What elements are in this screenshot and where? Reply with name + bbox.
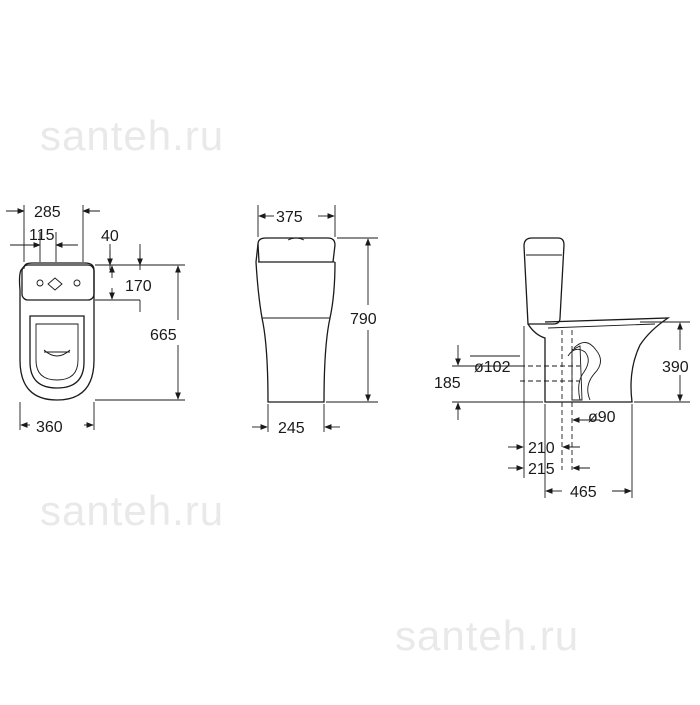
side-view-tank <box>523 237 565 325</box>
watermark-group: santeh.ru santeh.ru santeh.ru <box>40 112 579 659</box>
dim-label-d102: ø102 <box>474 359 511 376</box>
top-view-seat <box>29 315 85 389</box>
top-view-button <box>47 277 63 291</box>
dim-label-360: 360 <box>36 419 63 436</box>
front-view-tank <box>257 237 336 263</box>
dim-label-390: 390 <box>662 359 689 376</box>
dim-label-d90: ø90 <box>588 409 616 426</box>
top-view-bowl-inner <box>35 323 79 381</box>
dim-label-465: 465 <box>570 484 597 501</box>
dim-label-375: 375 <box>276 209 303 226</box>
top-view: 285 115 40 170 665 360 <box>6 204 185 436</box>
side-view-bowl-rim <box>547 323 656 329</box>
top-view-tank <box>21 264 95 301</box>
dim-label-215: 215 <box>528 461 555 478</box>
dim-label-245: 245 <box>278 420 305 437</box>
side-view: ø102 185 390 ø90 210 215 465 <box>434 237 690 501</box>
watermark-text: santeh.ru <box>40 112 224 159</box>
front-view: 375 790 245 <box>252 205 378 437</box>
top-view-hole-right <box>73 279 81 287</box>
front-view-body <box>255 243 336 403</box>
top-view-hole-left <box>36 279 44 287</box>
dim-label-40: 40 <box>101 228 119 245</box>
dim-label-115: 115 <box>29 227 55 244</box>
dim-label-185: 185 <box>434 375 461 392</box>
dim-label-665: 665 <box>150 327 177 344</box>
dim-label-285: 285 <box>34 204 61 221</box>
front-view-button <box>287 237 305 241</box>
side-view-trapway <box>573 342 601 401</box>
watermark-text: santeh.ru <box>40 487 224 534</box>
side-view-outlet-cap <box>571 345 583 401</box>
top-view-water <box>43 349 71 357</box>
dim-label-170: 170 <box>125 278 152 295</box>
dim-label-790: 790 <box>350 311 377 328</box>
dim-label-210: 210 <box>528 440 555 457</box>
watermark-text: santeh.ru <box>395 612 579 659</box>
side-view-bowl <box>527 317 671 403</box>
side-view-trapway-inner <box>567 348 589 401</box>
top-view-bowl-outline <box>18 262 95 401</box>
